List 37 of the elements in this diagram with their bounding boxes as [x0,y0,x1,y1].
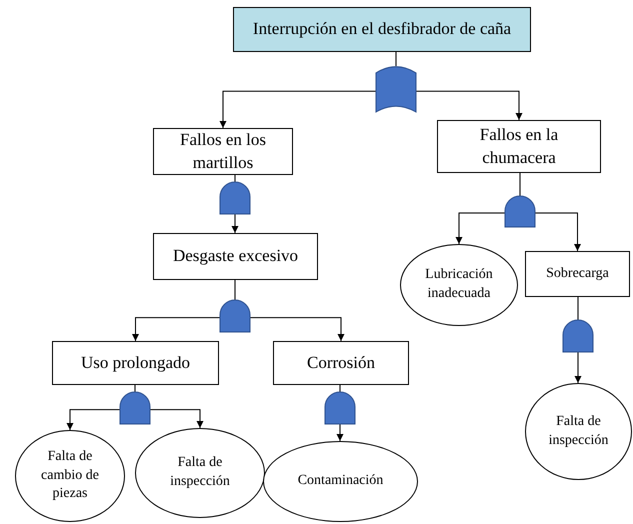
event-label: Falta de cambio de piezas [40,448,100,504]
connector-arrow [220,90,376,128]
event-label: Contaminación [298,472,384,490]
and-gate [220,182,250,214]
event-box [233,7,531,52]
and-gate [563,320,593,352]
event-label: Sobrecarga [546,264,609,283]
connector-arrow [250,317,344,342]
event-label: Corrosión [307,352,375,374]
event-box [273,341,409,385]
event-label: Lubricación inadecuada [424,266,494,303]
and-gate [505,196,535,227]
event-label: Uso prolongado [80,352,190,374]
event-box [153,128,293,175]
event-label: Falta de inspección [548,412,610,450]
and-gate [325,392,355,424]
event-box [525,251,630,297]
connector-arrow [232,214,238,234]
connector-arrow [416,90,522,120]
event-box [437,120,601,173]
event-label: Fallos en los martillos [179,128,267,174]
event-label: Falta de inspección [169,454,231,491]
connector-arrow [132,317,220,342]
and-gate [220,300,250,332]
event-label: Desgaste excesivo [172,245,298,268]
event-label: Fallos en la chumacera [478,124,560,168]
connector-arrow [66,409,120,430]
connector-arrow [150,409,204,428]
or-gate [376,66,416,112]
connector-arrow [534,212,581,252]
connector-arrow [456,212,506,244]
event-box [52,341,219,385]
connector-arrow [574,352,582,384]
and-gate [120,392,150,424]
event-box [153,233,318,280]
connector-arrow [336,424,344,442]
event-label: Interrupción en el desfibrador de caña [252,18,512,40]
